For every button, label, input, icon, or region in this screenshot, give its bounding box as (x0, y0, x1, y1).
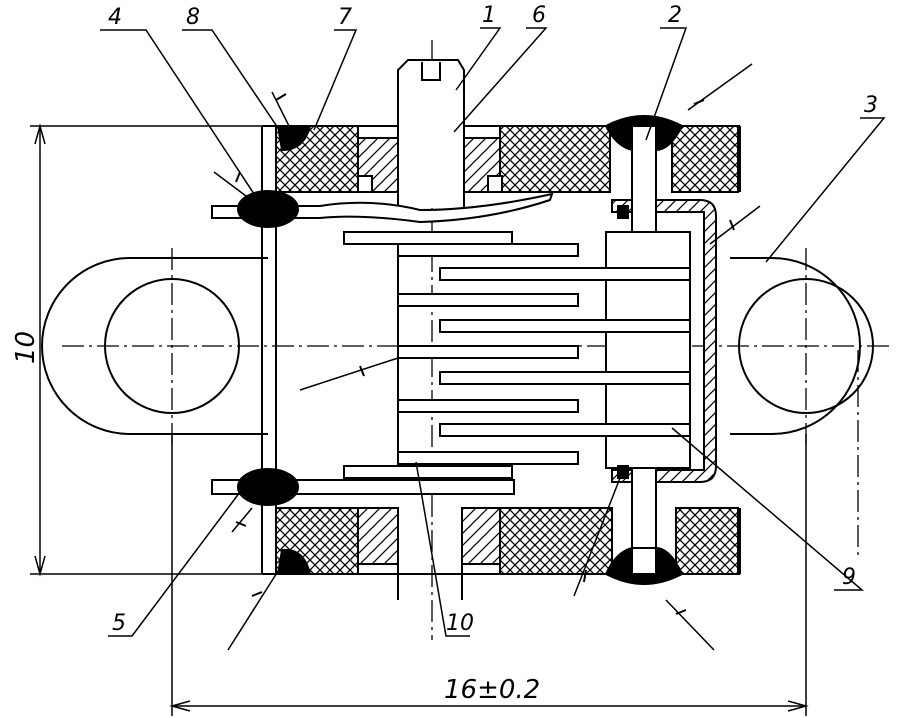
callout-6: 6 (532, 3, 546, 28)
ceramic-plates (262, 125, 741, 575)
callout-1: 1 (482, 3, 496, 28)
callout-9: 9 (842, 565, 856, 590)
width-dimension-label: 16±0.2 (444, 675, 540, 705)
callout-4: 4 (108, 5, 122, 30)
rotor-plates (343, 231, 579, 479)
callout-8: 8 (186, 5, 200, 30)
solder-joints (237, 115, 684, 585)
dimension-lines (30, 123, 809, 716)
callout-10: 10 (446, 611, 474, 636)
callout-7: 7 (338, 5, 352, 30)
height-dimension-label: 10 (11, 331, 41, 364)
callout-5: 5 (112, 611, 126, 636)
callout-2: 2 (668, 3, 682, 28)
rotor-bushings (357, 137, 503, 565)
rotor-shaft (397, 59, 465, 600)
callout-3: 3 (864, 93, 878, 118)
leader-ticks (235, 93, 735, 615)
